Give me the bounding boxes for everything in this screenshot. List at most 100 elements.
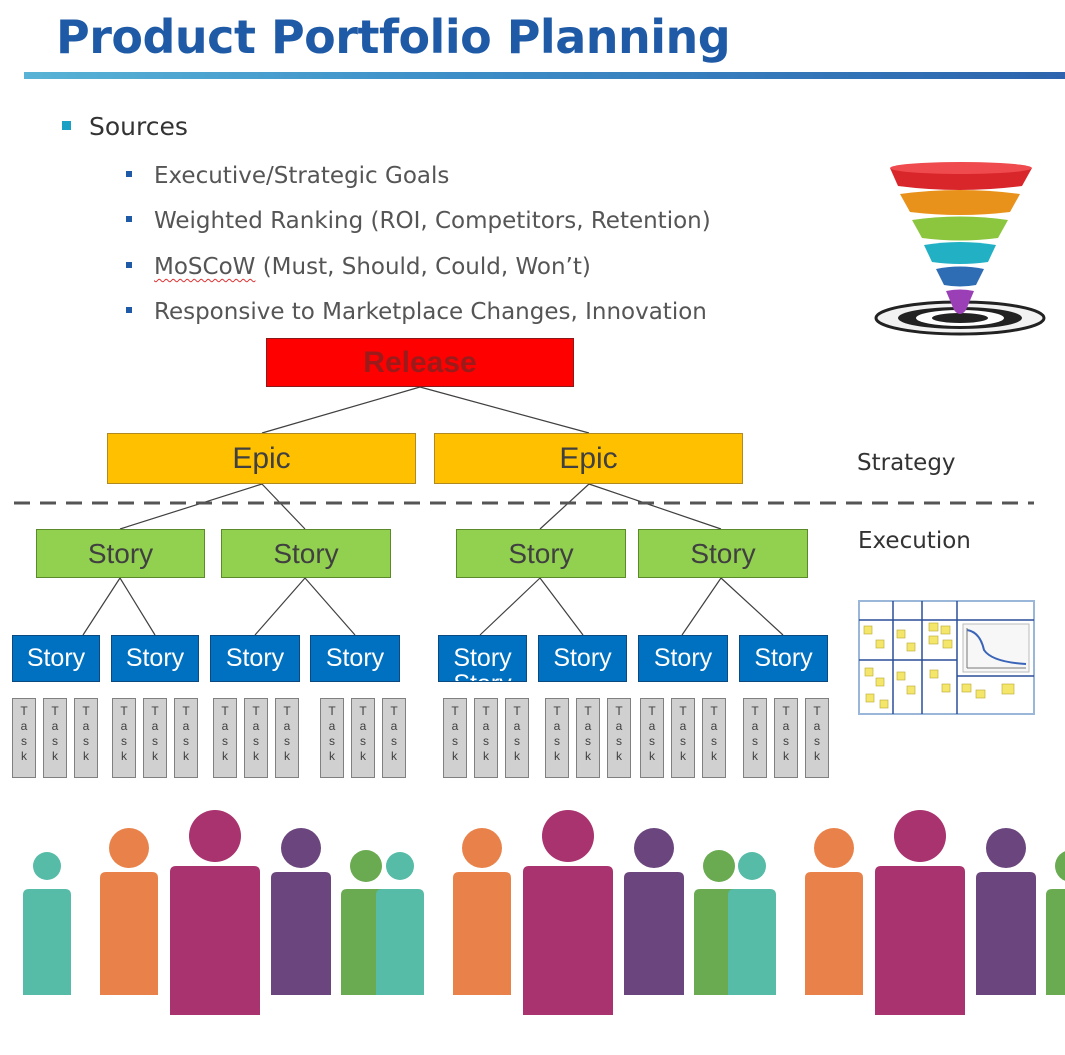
task-card-letter: s [680, 734, 686, 748]
person-head [350, 850, 382, 882]
person-body [694, 889, 744, 995]
bullet-item: Weighted Ranking (ROI, Competitors, Rete… [126, 208, 711, 234]
task-card-letter: s [649, 734, 655, 748]
task-card-letter: k [616, 749, 622, 763]
bullet-sources: Sources [62, 112, 188, 141]
release-box: Release [266, 338, 574, 387]
task-card-letter: s [284, 734, 290, 748]
task-card-letter: a [679, 719, 687, 733]
person-body [271, 872, 331, 995]
task-card-letter: T [120, 704, 128, 718]
task-card-letter: k [183, 749, 189, 763]
bullet-square-icon [126, 215, 132, 222]
task-card-letter: k [121, 749, 127, 763]
task-card-letter: s [483, 734, 489, 748]
task-card-letter: k [649, 749, 655, 763]
task-card-letter: a [390, 719, 398, 733]
task-card-letter: s [616, 734, 622, 748]
task-card-letter: k [52, 749, 58, 763]
task-card-letter: a [182, 719, 190, 733]
task-card-letter: s [121, 734, 127, 748]
bullet-square-icon [126, 261, 132, 268]
person-head [738, 852, 766, 880]
task-card-letter: k [514, 749, 520, 763]
bullet-item-text: MoSCoW (Must, Should, Could, Won’t) [154, 254, 591, 280]
person-body [1046, 889, 1065, 995]
task-card-letter: k [783, 749, 789, 763]
task-card-letter: s [783, 734, 789, 748]
task-card-letter: k [554, 749, 560, 763]
story-label: Story [453, 644, 512, 672]
task-card-letter: s [21, 734, 27, 748]
task-card-letter: T [252, 704, 260, 718]
task-card-letter: T [813, 704, 821, 718]
person-body [523, 866, 613, 1015]
bullet-item: Executive/Strategic Goals [126, 163, 449, 189]
task-card-letter: T [451, 704, 459, 718]
strategy-label: Strategy [857, 450, 956, 476]
task-card-letter: a [584, 719, 592, 733]
bullet-square-icon [126, 306, 132, 313]
person-head [986, 828, 1026, 868]
task-card-letter: T [710, 704, 718, 718]
task-card-letter: T [328, 704, 336, 718]
task-card-letter: s [83, 734, 89, 748]
person-body [453, 872, 511, 995]
person-head [542, 810, 594, 862]
story-box-level2: Story [538, 635, 627, 682]
task-card-letter: a [221, 719, 229, 733]
task-card-letter: k [483, 749, 489, 763]
story-box-level1: Story [638, 529, 808, 578]
person-body [376, 889, 424, 995]
person-body [805, 872, 863, 995]
task-card-letter: s [391, 734, 397, 748]
task-card-letter: k [360, 749, 366, 763]
person-head [33, 852, 61, 880]
task-card-letter: T [615, 704, 623, 718]
person-head [703, 850, 735, 882]
task-card-letter: s [329, 734, 335, 748]
person-head [1055, 851, 1065, 881]
task-card-letter: k [585, 749, 591, 763]
task-card-letter: a [120, 719, 128, 733]
task-card-letter: s [222, 734, 228, 748]
task-card-letter: T [359, 704, 367, 718]
epic-box: Epic [107, 433, 416, 484]
task-card-letter: k [253, 749, 259, 763]
task-card-letter: T [221, 704, 229, 718]
task-card-letter: k [814, 749, 820, 763]
moscow-word: MoSCoW [154, 254, 256, 280]
task-card-letter: s [585, 734, 591, 748]
person-head [634, 828, 674, 868]
task-card-letter: k [21, 749, 27, 763]
person-body [976, 872, 1036, 995]
person-body [341, 889, 391, 995]
person-head [386, 852, 414, 880]
person-head [462, 828, 502, 868]
task-card-letter: a [482, 719, 490, 733]
task-card-letter: k [329, 749, 335, 763]
story-box-level1: Story [221, 529, 391, 578]
task-card-letter: k [152, 749, 158, 763]
person-head [189, 810, 241, 862]
person-body [170, 866, 260, 1015]
bullet-item-text: Executive/Strategic Goals [154, 163, 450, 189]
task-card-letter: a [51, 719, 59, 733]
